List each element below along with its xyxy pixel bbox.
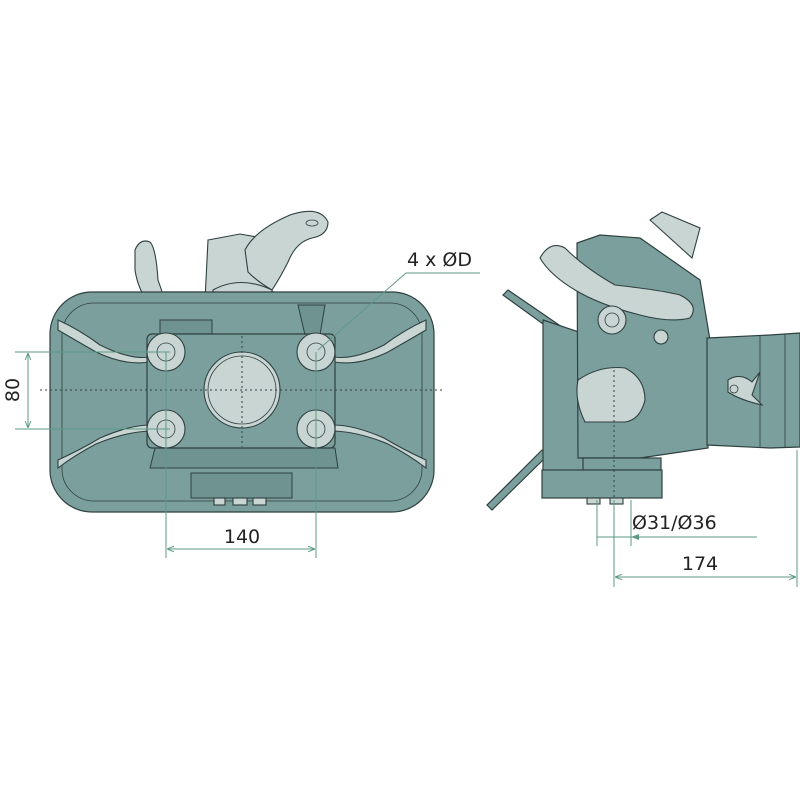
bolt-stub <box>609 497 624 505</box>
arrow-head <box>631 534 639 540</box>
side-view: Ø31/Ø36 174 <box>486 211 800 587</box>
knurled-knob <box>649 211 701 260</box>
spring-coil <box>597 305 627 335</box>
dim-140-label: 140 <box>224 526 260 548</box>
release-lever <box>244 210 329 291</box>
tab <box>252 497 267 506</box>
clip-pin <box>729 384 739 394</box>
lower-box <box>190 472 293 499</box>
tab <box>232 497 248 506</box>
front-view: 80 140 4 x ØD <box>2 210 480 558</box>
tab <box>213 497 226 506</box>
hole-label: 4 x ØD <box>407 249 472 271</box>
bolt-stub <box>586 497 601 505</box>
dim-80-label: 80 <box>2 378 24 402</box>
length-label: 174 <box>682 553 718 575</box>
base-collar <box>582 457 662 471</box>
base-plate <box>541 469 663 499</box>
ball-socket <box>576 366 646 423</box>
ball-diameter-label: Ø31/Ø36 <box>632 512 717 534</box>
flange-clip <box>727 371 764 406</box>
lower-bracket <box>149 447 339 469</box>
coupling-housing <box>576 234 711 459</box>
spring-center <box>604 312 620 328</box>
lower-guide-wing <box>486 449 549 511</box>
hole-leader-line <box>317 272 480 351</box>
left-handle <box>134 240 166 306</box>
side-release-lever <box>539 245 694 321</box>
lever-eye <box>305 219 319 227</box>
pivot <box>653 329 669 345</box>
